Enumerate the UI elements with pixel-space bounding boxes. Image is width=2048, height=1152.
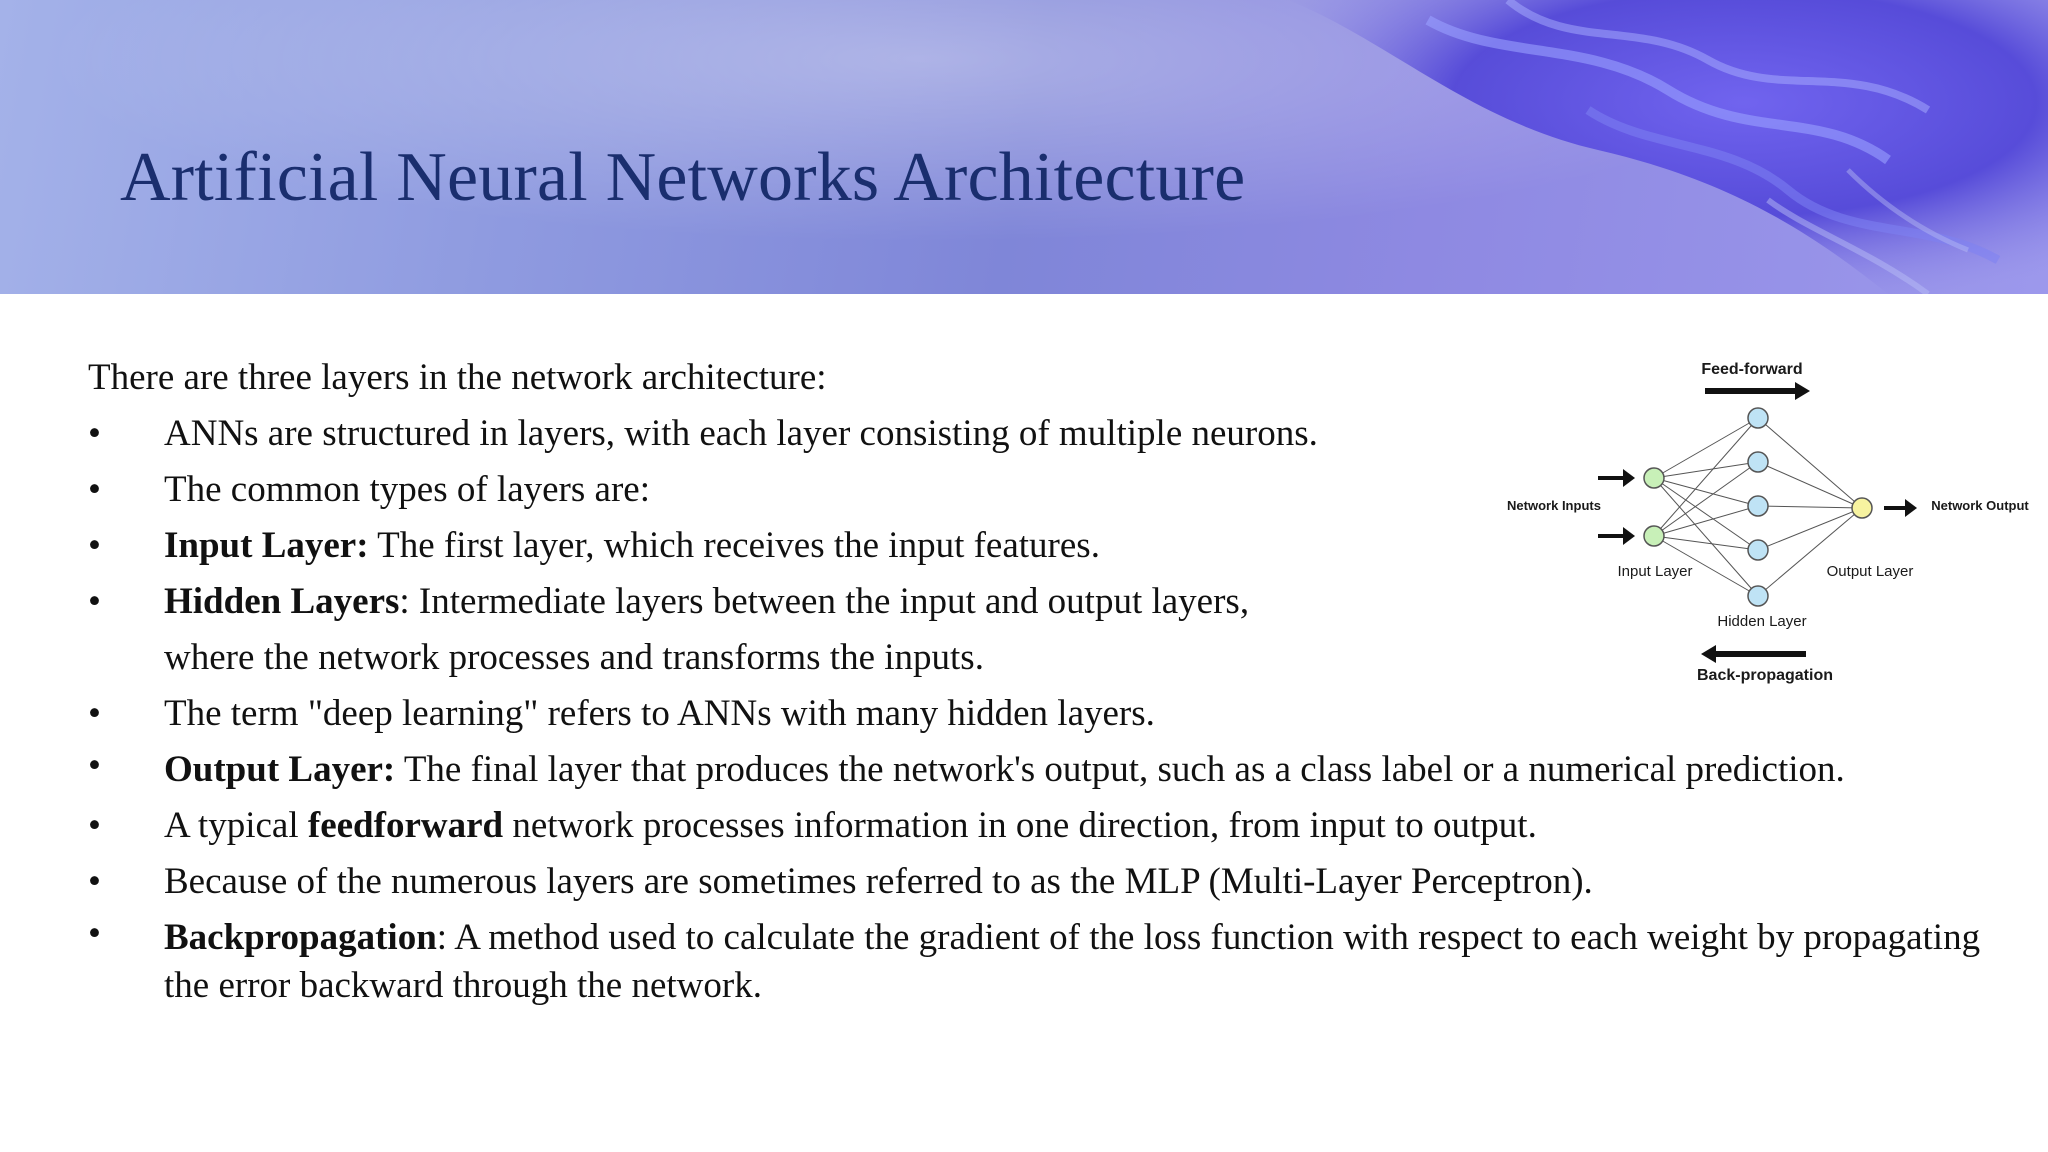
list-item: • Hidden Layers: Intermediate layers betw… [88,574,1988,630]
bullet-dot: • [88,413,101,454]
bullet-bold-term: Hidden Layers [164,581,400,622]
bullet-bold-term: feedforward [307,805,504,846]
bullet-dot: • [88,913,101,954]
input-node [1643,525,1665,547]
hidden-node [1747,407,1769,429]
hidden-node [1747,495,1769,517]
bullet-bold-term: Output Layer: [164,749,396,790]
output-node [1851,497,1873,519]
bullet-dot: • [88,469,101,510]
slide-title: Artificial Neural Networks Architecture [120,139,1246,216]
bullet-bold-term: Input Layer: [164,525,369,566]
hidden-node [1747,451,1769,473]
header-banner: Artificial Neural Networks Architecture [0,0,2048,294]
bullet-text: The final layer that produces the networ… [395,749,1845,790]
network-inputs-label: Network Inputs [1507,498,1601,513]
output-arrow-icon [1884,499,1917,517]
list-item: • Because of the numerous layers are some… [88,854,1988,910]
slide-body: There are three layers in the network ar… [88,350,1988,1014]
hidden-node [1747,585,1769,607]
bullet-text: Because of the numerous layers are somet… [164,861,1593,902]
connections [1653,417,1863,597]
bullet-text-lead: A typical [164,805,308,846]
list-item: • A typical feedforward network processes… [88,798,1988,854]
list-item: • Backpropagation: A method used to calcu… [88,910,1988,1014]
bullet-dot: • [88,693,101,734]
bullet-text: ANNs are structured in layers, with each… [164,413,1318,454]
input-node [1643,467,1665,489]
list-item-continuation: where the network processes and transfor… [88,630,1988,686]
input-layer-label: Input Layer [1617,563,1692,580]
input-arrow-icon [1598,527,1635,545]
list-item: • The term "deep learning" refers to ANNs… [88,686,1988,742]
bullet-text: : A method used to calculate the gradien… [164,917,1981,1006]
bullet-dot: • [88,805,101,846]
bullet-dot: • [88,745,101,786]
hidden-node [1747,539,1769,561]
neural-network-diagram: Feed-forward Network Inputs Network Outp… [1507,361,2029,684]
network-output-label: Network Output [1931,498,2029,513]
bullet-dot: • [88,861,101,902]
brain-image [1288,0,2048,294]
bullet-text: where the network processes and transfor… [164,637,984,678]
list-item: • ANNs are structured in layers, with eac… [88,406,1988,462]
bullet-bold-term: Backpropagation [164,917,437,958]
bullet-dot: • [88,525,101,566]
bullet-text: The first layer, which receives the inpu… [368,525,1100,566]
hidden-layer-label: Hidden Layer [1717,613,1806,630]
bullet-list: • ANNs are structured in layers, with eac… [88,406,1988,1014]
bullet-text: The term "deep learning" refers to ANNs … [164,693,1155,734]
intro-text: There are three layers in the network ar… [88,357,827,398]
bullet-text: The common types of layers are: [164,469,650,510]
list-item: • The common types of layers are: [88,462,1988,518]
feed-forward-label: Feed-forward [1701,361,1802,378]
feed-forward-arrow [1705,382,1810,400]
back-propagation-label: Back-propagation [1697,667,1833,684]
back-propagation-arrow [1701,645,1806,663]
bullet-text: network processes information in one dir… [503,805,1537,846]
output-layer-label: Output Layer [1827,563,1914,580]
bullet-text: : Intermediate layers between the input … [399,581,1250,622]
list-item: • Input Layer: The first layer, which rec… [88,518,1988,574]
input-arrow-icon [1598,469,1635,487]
list-item: • Output Layer: The final layer that prod… [88,742,1988,798]
bullet-dot: • [88,581,101,622]
